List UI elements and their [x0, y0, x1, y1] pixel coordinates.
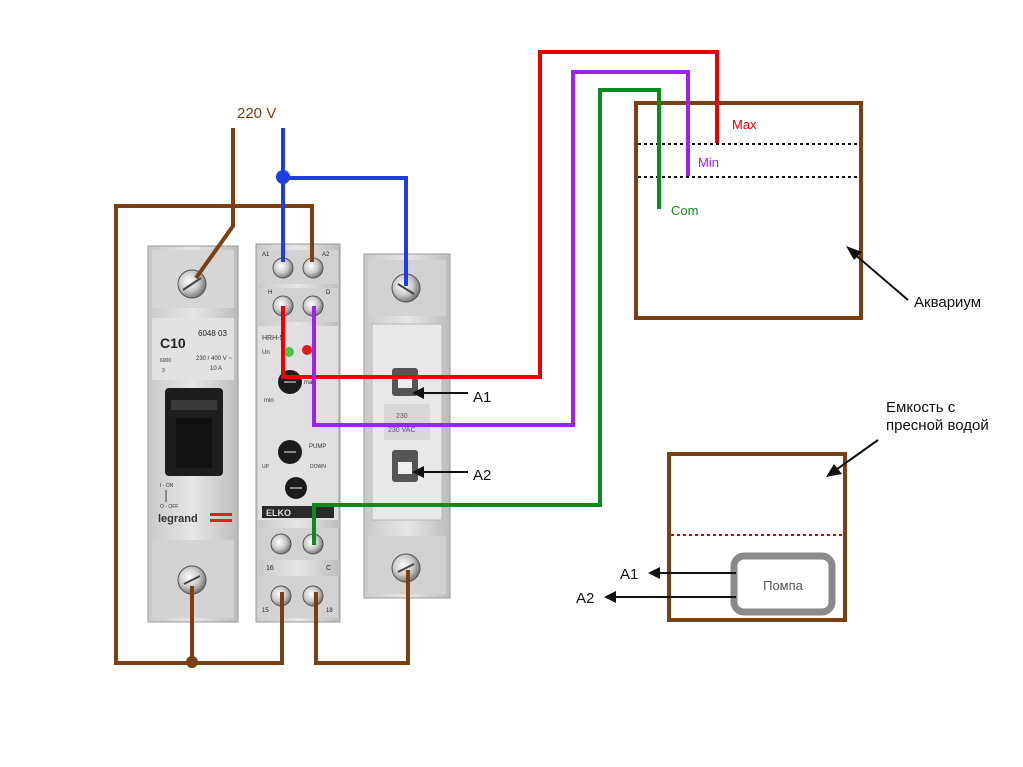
- min-probe-wire: [312, 70, 690, 427]
- fresh-tank-pointer-arrow: [832, 439, 879, 473]
- relay-un-label: Un: [262, 350, 270, 356]
- pump-label: Помпа: [763, 578, 804, 593]
- contactor-label-2: 230 VAC: [388, 427, 416, 434]
- relay-terminal-a2: A2: [322, 252, 330, 258]
- breaker-off-label: O - OFF: [160, 504, 178, 510]
- breaker-rating: C10: [160, 335, 186, 351]
- com-probe-wire: [312, 88, 661, 545]
- relay-down-label: DOWN: [310, 464, 326, 470]
- breaker-small-1: 6000: [160, 358, 171, 364]
- contactor-a2-label: A2: [473, 467, 491, 484]
- contactor-label-1: 230: [396, 413, 408, 420]
- relay-brand: ELKO: [266, 508, 291, 518]
- neutral-junction: [276, 170, 290, 184]
- relay-terminal-c: C: [326, 565, 331, 572]
- wires: [114, 50, 719, 668]
- relay-output-led: [302, 345, 312, 355]
- fresh-tank-name-2: пресной водой: [886, 417, 989, 434]
- relay-knob-max: max: [304, 380, 315, 386]
- relay-up-label: UP: [262, 464, 270, 470]
- level-relay: A1 A2 H D HRH-5 Un min max PUMP UP DOWN …: [255, 243, 341, 623]
- aquarium-min-label: Min: [698, 155, 719, 170]
- relay-power-led: [284, 347, 294, 357]
- pump-a1-label: A1: [620, 566, 638, 583]
- aquarium-com-label: Com: [671, 203, 698, 218]
- neutral-wire-contactor: [283, 176, 408, 286]
- circuit-breaker: C10 6048 03 230 / 400 V ~ 10 A 6000 3 I …: [147, 245, 239, 623]
- breaker-small-2: 3: [162, 368, 165, 374]
- relay-terminal-16: 16: [266, 565, 274, 572]
- pump: [730, 552, 836, 616]
- live-junction: [186, 656, 198, 668]
- relay-terminal-a1: A1: [262, 252, 270, 258]
- breaker-spec-2: 10 A: [210, 366, 222, 372]
- max-probe-wire: [281, 50, 719, 379]
- contactor-a1-label: A1: [473, 389, 491, 406]
- relay-terminal-15: 15: [262, 608, 269, 614]
- aquarium-tank: [634, 101, 863, 320]
- relay-knob-min: min: [264, 398, 274, 404]
- fresh-tank-body: [667, 452, 847, 622]
- fresh-water-tank: Емкость с пресной водой Помпа A1 A2: [576, 399, 989, 622]
- breaker-spec-1: 230 / 400 V ~: [196, 356, 232, 362]
- relay-model: HRH-5: [262, 335, 283, 342]
- aquarium-max-label: Max: [732, 117, 757, 132]
- relay-terminal-d: D: [326, 290, 331, 296]
- breaker-brand: legrand: [158, 513, 198, 525]
- live-wire-loop: [114, 204, 314, 665]
- supply-label: 220 V: [237, 105, 276, 122]
- fresh-tank-name-1: Емкость с: [886, 399, 956, 416]
- live-wire-supply: [194, 128, 235, 280]
- aquarium-pointer-arrow: [851, 251, 909, 301]
- pump-a2-label: A2: [576, 590, 594, 607]
- aquarium: Max Min Com Аквариум: [634, 101, 981, 320]
- live-wire-contactor: [314, 570, 410, 665]
- relay-pump-label: PUMP: [309, 444, 326, 450]
- breaker-code: 6048 03: [198, 329, 227, 338]
- relay-terminal-18: 18: [326, 608, 333, 614]
- breaker-on-label: I - ON: [160, 483, 174, 489]
- aquarium-name: Аквариум: [914, 294, 981, 311]
- relay-terminal-h: H: [268, 290, 272, 296]
